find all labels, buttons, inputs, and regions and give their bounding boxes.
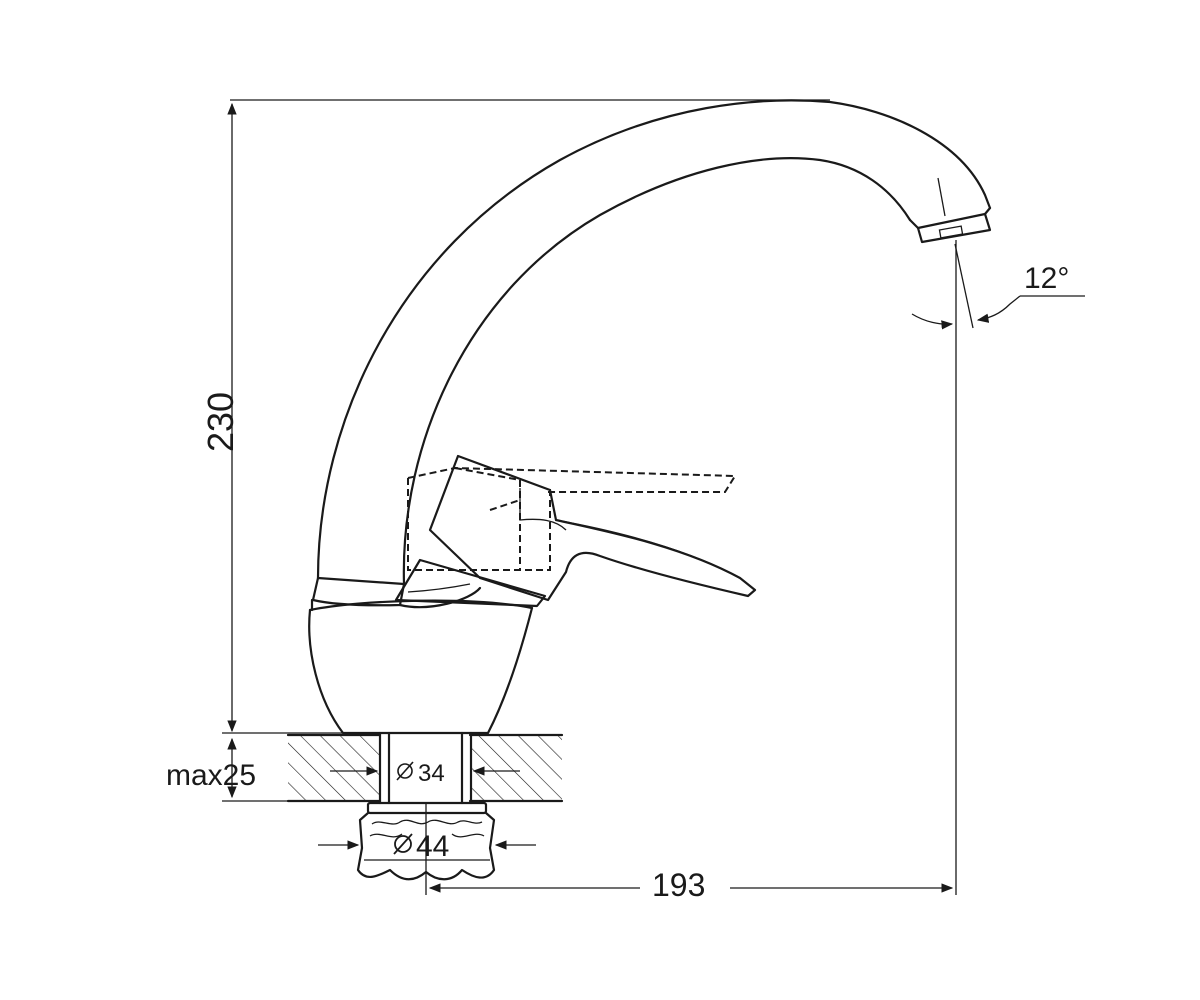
lever-handle — [428, 454, 757, 602]
reach-label: 193 — [652, 867, 705, 903]
spout — [316, 99, 992, 586]
diameter-icon — [396, 761, 414, 781]
lever-alt-position — [407, 466, 737, 571]
nut-diameter-label: 44 — [416, 830, 449, 863]
counter-thickness-label: max25 — [166, 759, 256, 792]
height-label: 230 — [200, 392, 241, 452]
mounting-shank — [378, 731, 473, 805]
dimension-counter-thickness — [222, 737, 288, 802]
dimension-angle — [911, 243, 1085, 330]
angle-label: 12° — [1024, 262, 1069, 295]
faucet-body — [308, 558, 547, 735]
dimension-reach — [425, 240, 957, 895]
shank-diameter-label: 34 — [418, 760, 445, 787]
dimension-height — [222, 99, 830, 734]
countertop — [286, 733, 564, 803]
diameter-icon — [393, 833, 413, 855]
